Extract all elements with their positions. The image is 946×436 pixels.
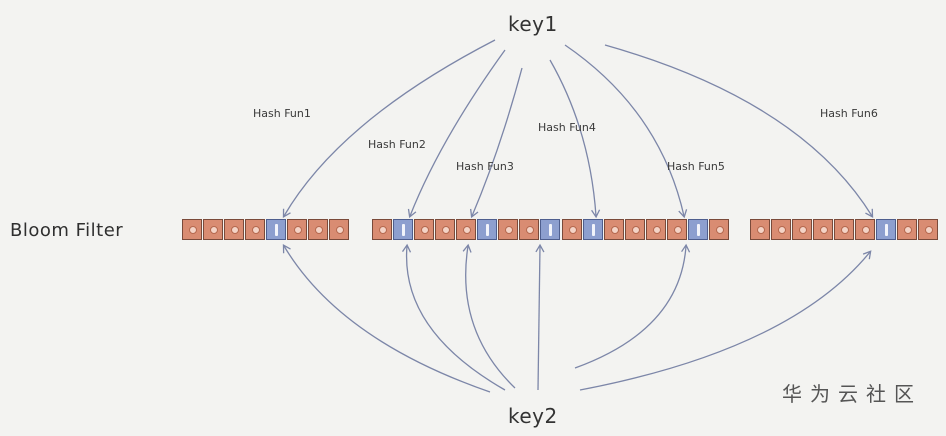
bit-cell-unset [771, 219, 791, 240]
set-bit-icon [402, 224, 405, 236]
unset-bit-icon [674, 226, 682, 234]
bit-cell-unset [834, 219, 854, 240]
unset-bit-icon [841, 226, 849, 234]
bit-cell-unset [329, 219, 349, 240]
unset-bit-icon [315, 226, 323, 234]
unset-bit-icon [778, 226, 786, 234]
bit-cell-unset [456, 219, 476, 240]
unset-bit-icon [210, 226, 218, 234]
bit-cell-unset [224, 219, 244, 240]
bit-cell-unset [918, 219, 938, 240]
unset-bit-icon [231, 226, 239, 234]
bit-block-1 [182, 219, 350, 242]
arrow-key1-hash3 [470, 67, 523, 219]
unset-bit-icon [294, 226, 302, 234]
unset-bit-icon [442, 226, 450, 234]
bit-cell-set [583, 219, 603, 240]
unset-bit-icon [757, 226, 765, 234]
bit-cell-set [876, 219, 896, 240]
unset-bit-icon [336, 226, 344, 234]
arrow-key1-hash5 [564, 44, 688, 219]
bit-cell-set [393, 219, 413, 240]
bit-cell-unset [372, 219, 392, 240]
bit-cell-unset [667, 219, 687, 240]
set-bit-icon [592, 224, 595, 236]
set-bit-icon [885, 224, 888, 236]
arrow-key1-hash2 [407, 49, 506, 219]
hash-fun4-label: Hash Fun4 [538, 121, 596, 134]
bloom-filter-label: Bloom Filter [10, 220, 124, 241]
hash-fun1-label: Hash Fun1 [253, 107, 311, 120]
set-bit-icon [549, 224, 552, 236]
bit-cell-unset [709, 219, 729, 240]
bit-cell-unset [897, 219, 917, 240]
bit-block-3 [562, 219, 730, 242]
bit-cell-unset [792, 219, 812, 240]
unset-bit-icon [904, 226, 912, 234]
bit-block-4 [750, 219, 939, 242]
bit-cell-unset [414, 219, 434, 240]
set-bit-icon [275, 224, 278, 236]
bit-cell-set [688, 219, 708, 240]
unset-bit-icon [862, 226, 870, 234]
set-bit-icon [697, 224, 700, 236]
arrow-key1-hash6 [604, 44, 874, 218]
arrow-key2-a [282, 244, 491, 393]
bit-cell-unset [750, 219, 770, 240]
unset-bit-icon [632, 226, 640, 234]
unset-bit-icon [379, 226, 387, 234]
set-bit-icon [486, 224, 489, 236]
arrow-key2-b [401, 243, 506, 391]
arrow-key1-hash4 [549, 59, 601, 219]
arrow-key2-f [579, 250, 872, 391]
unset-bit-icon [421, 226, 429, 234]
unset-bit-icon [653, 226, 661, 234]
hash-fun3-label: Hash Fun3 [456, 160, 514, 173]
unset-bit-icon [716, 226, 724, 234]
bit-cell-unset [813, 219, 833, 240]
watermark-text: 华为云社区 [782, 382, 922, 406]
bit-cell-unset [855, 219, 875, 240]
bit-cell-unset [646, 219, 666, 240]
bit-cell-unset [182, 219, 202, 240]
bit-cell-unset [519, 219, 539, 240]
bit-cell-unset [435, 219, 455, 240]
unset-bit-icon [463, 226, 471, 234]
hash-fun5-label: Hash Fun5 [667, 160, 725, 173]
unset-bit-icon [820, 226, 828, 234]
arrow-key1-hash1 [282, 39, 496, 218]
bit-cell-unset [625, 219, 645, 240]
unset-bit-icon [252, 226, 260, 234]
unset-bit-icon [526, 226, 534, 234]
key1-label: key1 [508, 12, 558, 36]
bit-cell-unset [287, 219, 307, 240]
bit-cell-unset [203, 219, 223, 240]
bit-cell-unset [498, 219, 518, 240]
bit-cell-unset [245, 219, 265, 240]
bit-cell-set [540, 219, 560, 240]
unset-bit-icon [611, 226, 619, 234]
key2-label: key2 [508, 404, 558, 428]
unset-bit-icon [799, 226, 807, 234]
arrow-key2-e [574, 243, 691, 369]
bit-cell-unset [308, 219, 328, 240]
hash-fun6-label: Hash Fun6 [820, 107, 878, 120]
bit-cell-set [266, 219, 286, 240]
bit-block-2 [372, 219, 561, 242]
unset-bit-icon [925, 226, 933, 234]
unset-bit-icon [505, 226, 513, 234]
bit-cell-unset [604, 219, 624, 240]
bit-cell-unset [562, 219, 582, 240]
arrow-key2-d [535, 243, 545, 391]
arrow-key2-c [462, 243, 516, 389]
unset-bit-icon [189, 226, 197, 234]
unset-bit-icon [569, 226, 577, 234]
hash-fun2-label: Hash Fun2 [368, 138, 426, 151]
bit-cell-set [477, 219, 497, 240]
